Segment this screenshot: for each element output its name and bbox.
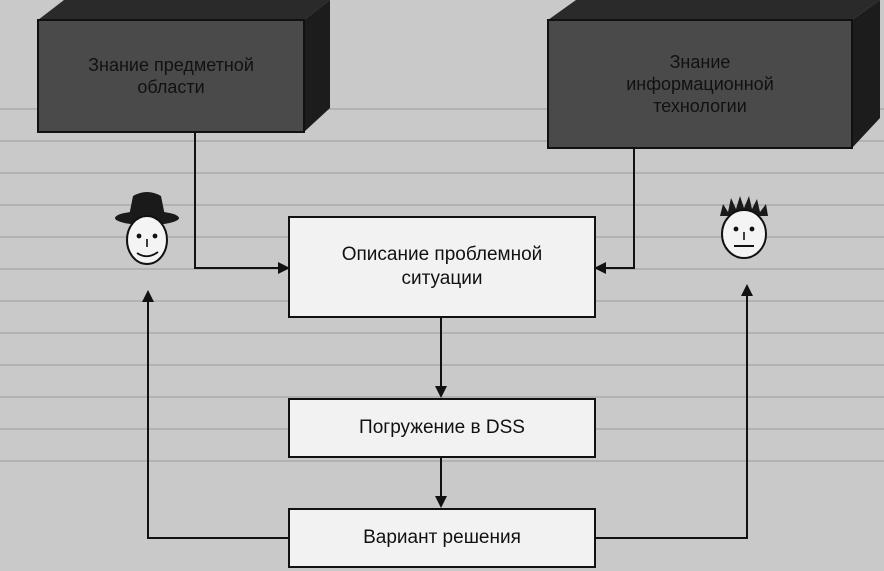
it-knowledge-label: Знание информационной технологии xyxy=(626,52,774,116)
person-with-spiky-hair-icon xyxy=(720,196,768,259)
person-with-hat-icon xyxy=(115,192,179,265)
it-knowledge-box: Знание информационной технологии xyxy=(548,20,852,148)
it-knowledge-box-shape xyxy=(547,0,880,149)
dss-immersion-label: Погружение в DSS xyxy=(359,417,525,438)
solution-option-label: Вариант решения xyxy=(363,527,521,548)
domain-knowledge-box: Знание предметной области xyxy=(38,20,304,132)
problem-description-box: Описание проблемной ситуации xyxy=(288,216,596,318)
dss-immersion-box: Погружение в DSS xyxy=(288,398,596,458)
arrow-solution-to-right-person xyxy=(596,284,753,539)
arrow-solution-to-left-person xyxy=(142,290,288,539)
solution-option-box: Вариант решения xyxy=(288,508,596,568)
domain-knowledge-box-shape xyxy=(37,0,330,133)
problem-description-label: Описание проблемной ситуации xyxy=(341,244,543,289)
connectors xyxy=(142,132,753,539)
domain-knowledge-label: Знание предметной области xyxy=(88,55,254,97)
arrow-it-to-problem xyxy=(594,148,635,274)
arrow-domain-to-problem xyxy=(194,132,290,274)
